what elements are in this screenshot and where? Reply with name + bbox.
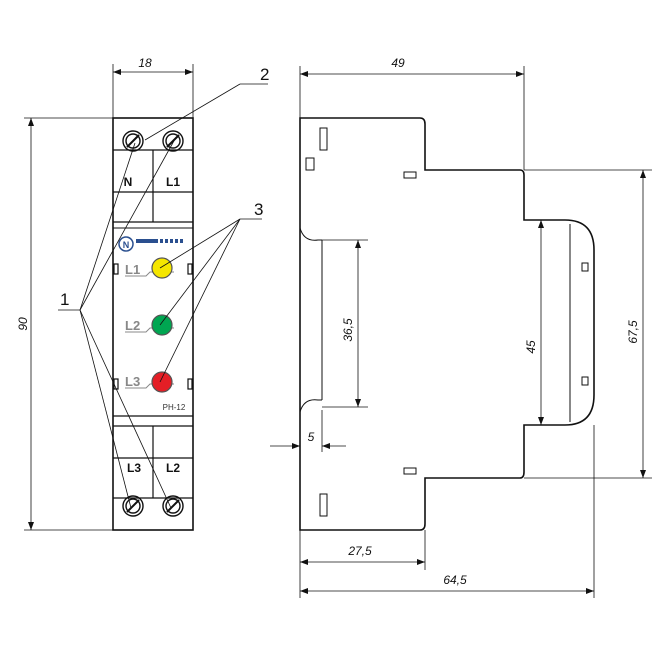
terminal-label-l3: L3: [127, 461, 141, 475]
dim-side-5-label: 5: [308, 430, 315, 444]
led-l2-indicator: [151, 314, 173, 336]
terminal-label-n: N: [124, 175, 133, 189]
dim-side-64: [300, 425, 595, 598]
side-body-outline: [299, 117, 595, 531]
dim-front-height-label: 90: [16, 317, 30, 331]
screw-bottom-left-icon: [122, 495, 144, 517]
model-label: РН-12: [163, 403, 186, 412]
dim-side-27: [299, 530, 426, 598]
terminal-label-l1: L1: [166, 175, 180, 189]
side-view: [299, 117, 595, 531]
dim-side-36: [322, 239, 368, 408]
callout-3: 3: [254, 200, 263, 219]
led-label-l1: L1: [125, 262, 140, 277]
dim-side-27-label: 27,5: [347, 544, 372, 558]
front-view: [112, 117, 194, 531]
dim-front-width: [112, 64, 194, 118]
dim-side-67-label: 67,5: [626, 320, 640, 344]
led-row-l1: L1: [125, 257, 174, 279]
ni-logo-icon: N: [118, 236, 134, 252]
dim-side-5: [270, 410, 346, 452]
led-l1-indicator: [151, 257, 173, 279]
screw-top-right-icon: [162, 130, 184, 152]
side-details: [299, 127, 589, 517]
terminal-label-l2: L2: [166, 461, 180, 475]
dim-side-64-label: 64,5: [443, 573, 467, 587]
led-l3-indicator: [151, 371, 173, 393]
led-label-l3: L3: [125, 374, 140, 389]
dim-front-width-label: 18: [138, 56, 152, 70]
screw-bottom-right-icon: [162, 495, 184, 517]
dim-front-height: [24, 117, 113, 531]
led-label-l2: L2: [125, 318, 140, 333]
dim-side-45-label: 45: [524, 340, 538, 354]
dim-side-67: [524, 169, 652, 479]
svg-text:N: N: [123, 240, 130, 250]
led-row-l2: L2: [125, 314, 174, 336]
callout-1: 1: [60, 290, 69, 309]
dim-side-36-label: 36,5: [341, 318, 355, 342]
callout-leaders: [58, 83, 268, 509]
callout-2: 2: [260, 65, 269, 84]
led-row-l3: L3: [125, 371, 174, 393]
dim-side-top-label: 49: [391, 56, 405, 70]
brand-stripe: [136, 239, 183, 243]
dim-side-top: [299, 66, 525, 170]
